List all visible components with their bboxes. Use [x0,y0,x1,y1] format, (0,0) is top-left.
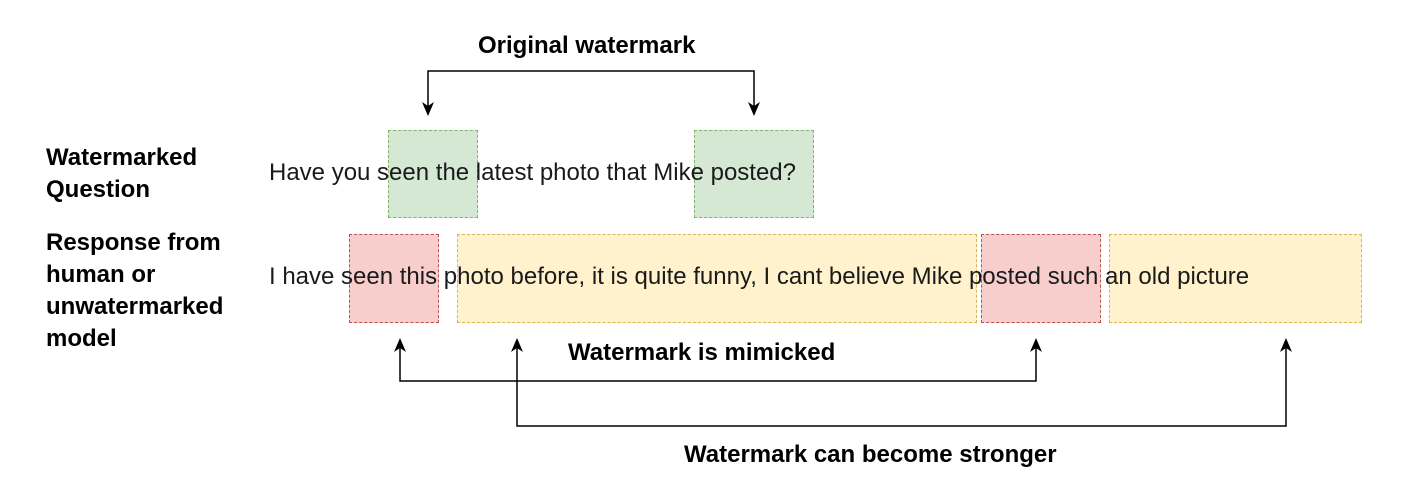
question-watermark-box-mike [694,130,814,218]
mimicked-arrow [399,344,1037,382]
response-strong-box-old-picture [1109,234,1362,323]
stronger-arrow [516,344,1287,427]
response-strong-box-photo [457,234,977,323]
watermark-stronger-label: Watermark can become stronger [684,441,1057,468]
watermark-mimicked-label: Watermark is mimicked [568,339,836,366]
question-sentence: Have you seen the latest photo that Mike… [269,159,797,186]
question-watermark-box-seen [388,130,478,218]
original-watermark-arrowhead-right [748,102,760,116]
original-watermark-arrowhead-left [422,102,434,116]
stronger-arrowhead-right [1280,338,1292,352]
response-mimic-box-seen [349,234,439,323]
response-label: Response from human or unwatermarked mod… [46,229,224,352]
mimicked-arrowhead-right [1030,338,1042,352]
watermarked-question-label: Watermarked Question [46,144,198,203]
original-watermark-label: Original watermark [478,32,696,59]
response-sentence: I have seen this photo before, it is qui… [269,263,1250,290]
response-mimic-box-mike [981,234,1101,323]
stronger-arrowhead-left [511,338,523,352]
original-watermark-arrow [427,70,755,112]
mimicked-arrowhead-left [394,338,406,352]
